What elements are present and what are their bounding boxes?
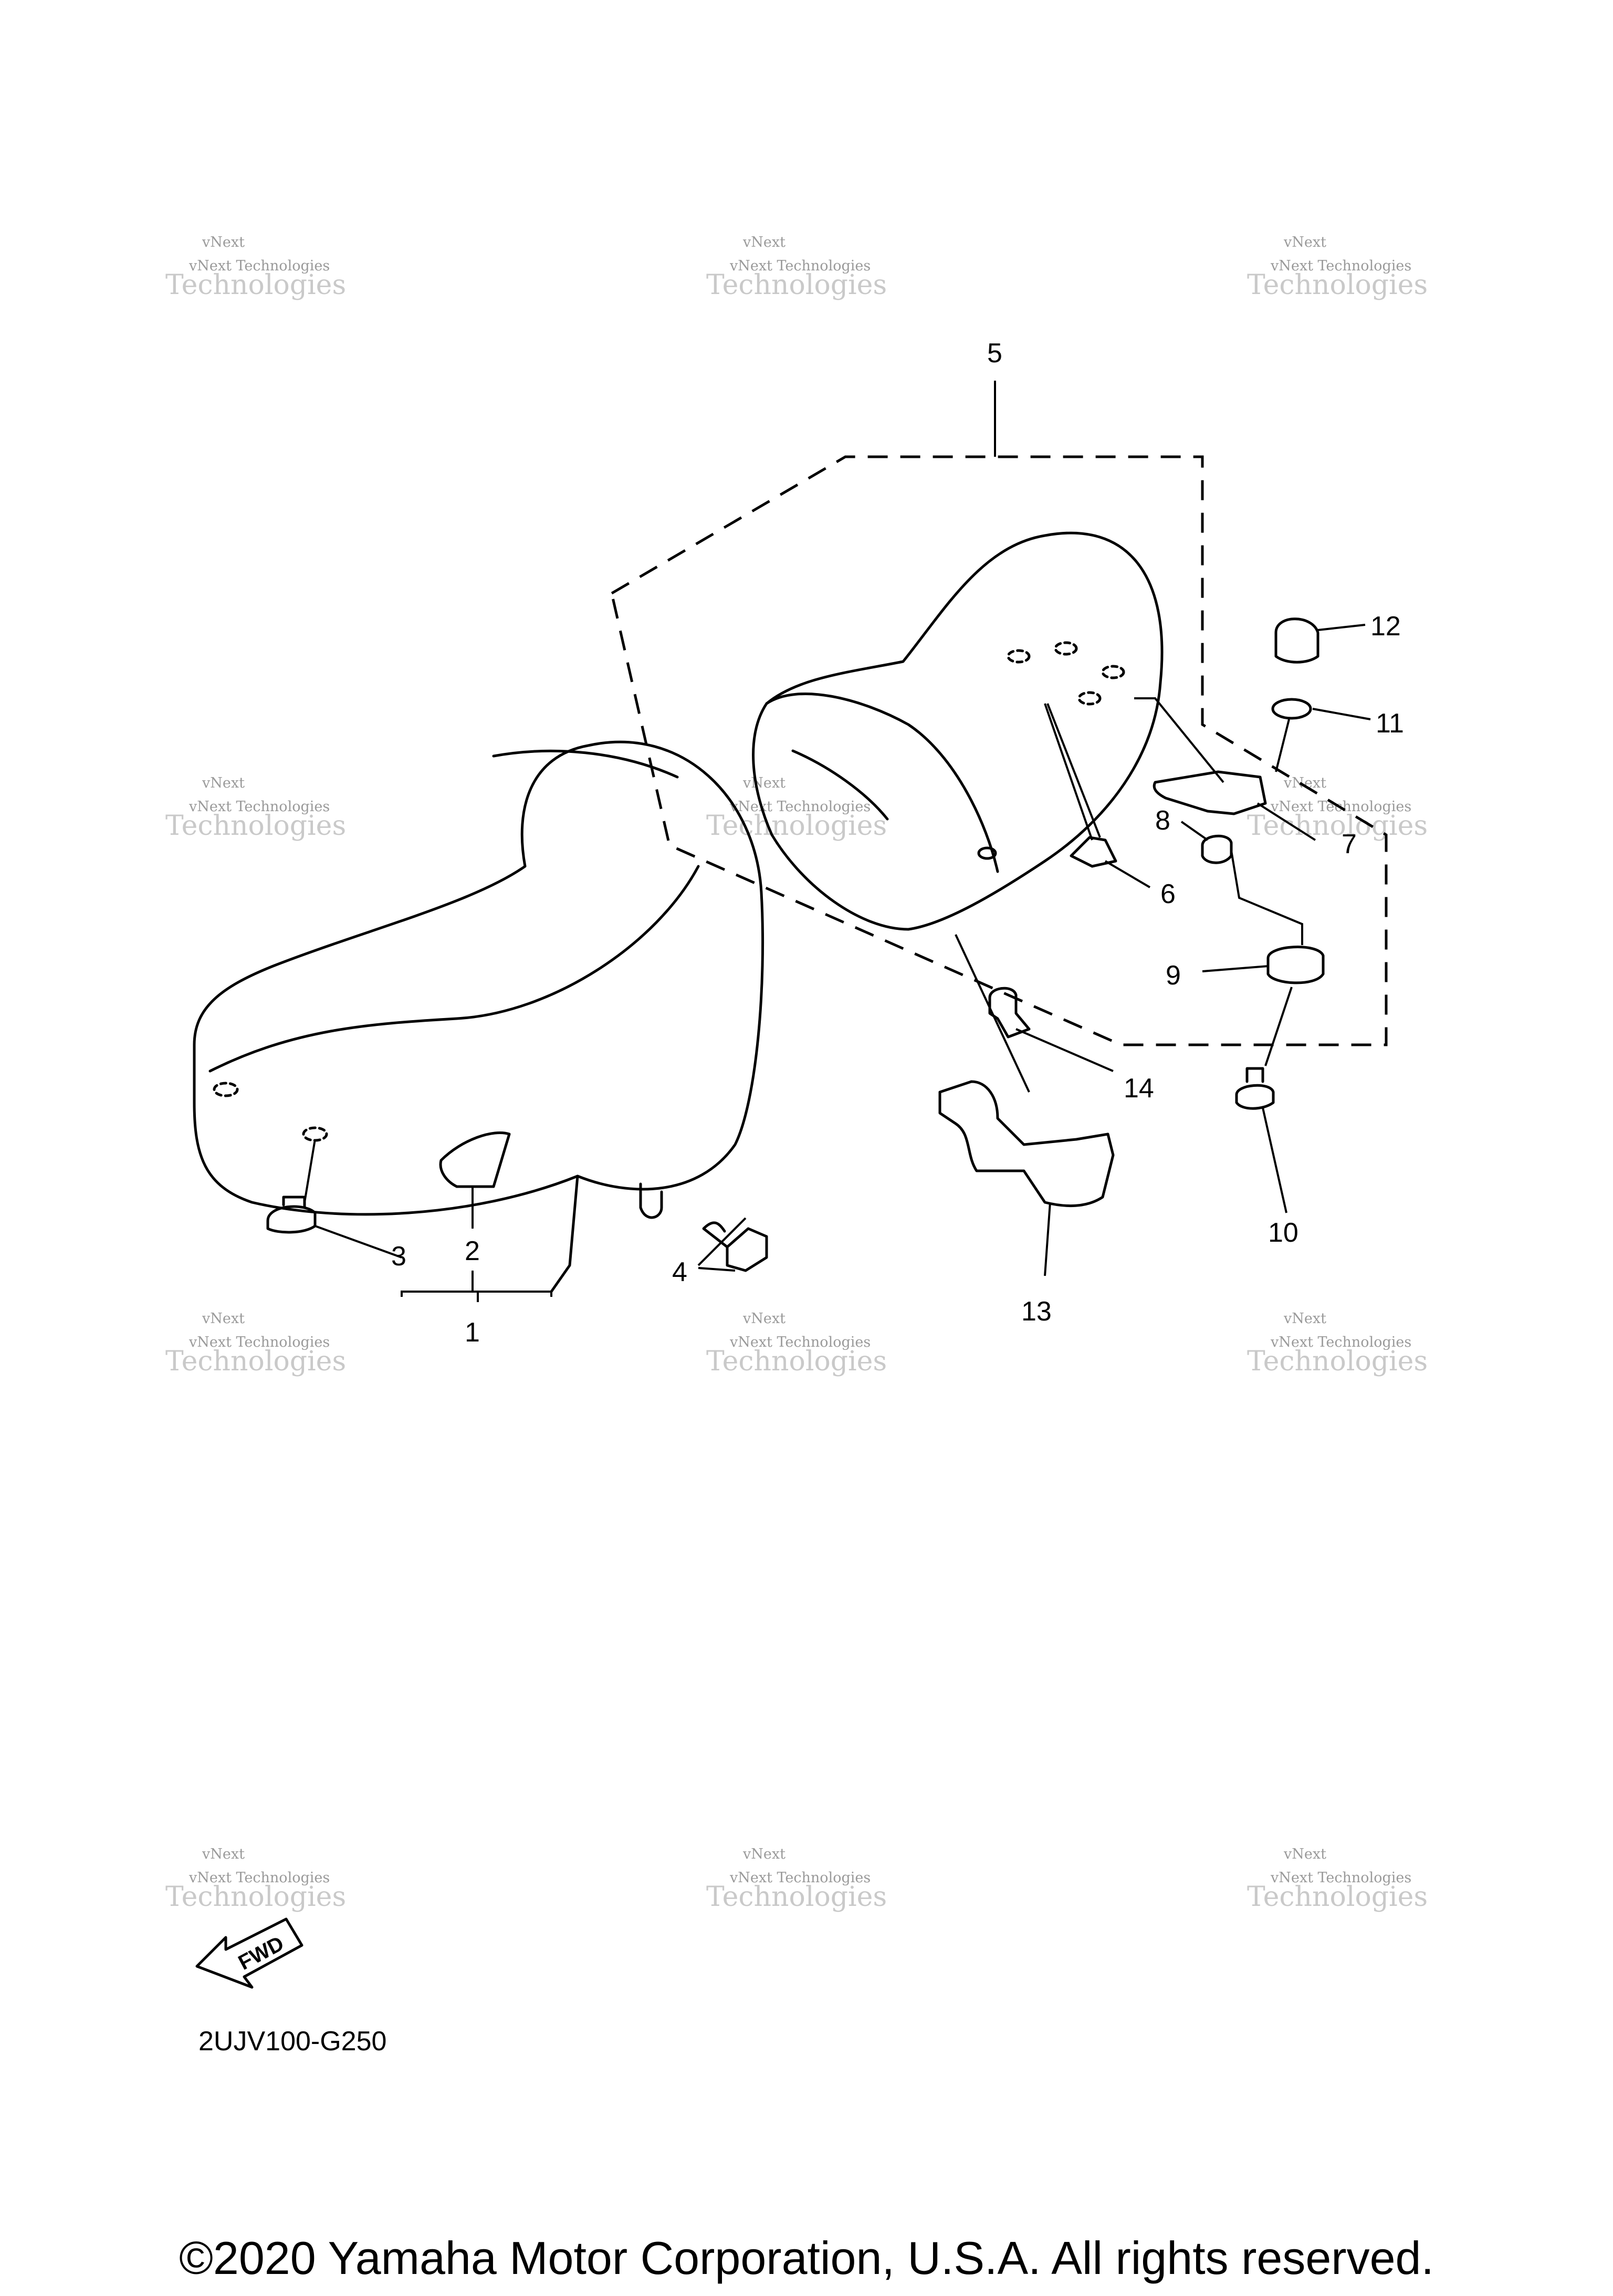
cap-nut-part-12 xyxy=(1274,617,1319,664)
bracket-part-7 xyxy=(1153,770,1267,815)
watermark-text: vNext Technologies xyxy=(729,1334,871,1350)
watermark-text: Technologies xyxy=(165,269,346,301)
forward-arrow-icon: FWD xyxy=(195,1917,303,1989)
bolt-part-14 xyxy=(988,987,1031,1039)
callout-3: 3 xyxy=(391,1241,406,1272)
watermark-text: Technologies xyxy=(1247,1881,1428,1913)
watermark-text: vNext Technologies xyxy=(1270,258,1411,274)
watermark: Technologies vNext vNext Technologies xyxy=(706,1846,887,1913)
watermark-text: vNext xyxy=(742,1310,785,1327)
passenger-seat-kit-outline xyxy=(610,455,1388,1046)
callout-12: 12 xyxy=(1370,611,1401,642)
watermark-text: vNext xyxy=(1283,1310,1326,1327)
watermark-text: vNext xyxy=(1283,1846,1326,1862)
watermark: Technologies vNext vNext Technologies xyxy=(1247,1310,1428,1377)
watermark: Technologies vNext vNext Technologies xyxy=(165,775,346,842)
watermark: Technologies vNext vNext Technologies xyxy=(165,1846,346,1913)
watermark-text: vNext xyxy=(742,1846,785,1862)
watermark-text: vNext xyxy=(1283,775,1326,791)
watermark-text: Technologies xyxy=(165,1346,346,1377)
watermark: Technologies vNext vNext Technologies xyxy=(706,775,887,842)
callout-11: 11 xyxy=(1376,708,1404,739)
callout-1: 1 xyxy=(465,1317,480,1348)
watermark-text: Technologies xyxy=(1247,1346,1428,1377)
watermark: Technologies vNext vNext Technologies xyxy=(1247,234,1428,301)
watermark-text: vNext Technologies xyxy=(1270,1334,1411,1350)
callout-13: 13 xyxy=(1021,1296,1052,1327)
watermark-text: vNext Technologies xyxy=(1270,1870,1411,1886)
watermark-text: vNext xyxy=(202,1846,245,1862)
watermark-text: vNext xyxy=(742,234,785,250)
watermark-text: Technologies xyxy=(165,810,346,842)
watermark-text: Technologies xyxy=(165,1881,346,1913)
watermark-text: vNext xyxy=(202,234,245,250)
watermark-text: vNext Technologies xyxy=(188,1870,330,1886)
watermark: Technologies vNext vNext Technologies xyxy=(706,234,887,301)
callout-8: 8 xyxy=(1155,805,1170,836)
watermark-text: vNext Technologies xyxy=(188,799,330,815)
watermark-text: vNext Technologies xyxy=(729,258,871,274)
watermark: Technologies vNext vNext Technologies xyxy=(1247,1846,1428,1913)
callout-14: 14 xyxy=(1124,1073,1154,1104)
watermark: Technologies vNext vNext Technologies xyxy=(706,1310,887,1377)
callout-7: 7 xyxy=(1342,829,1357,859)
copyright-notice: ©2020 Yamaha Motor Corporation, U.S.A. A… xyxy=(179,2232,1434,2284)
watermark-text: vNext xyxy=(742,775,785,791)
callout-9: 9 xyxy=(1166,960,1181,991)
watermark-grid: Technologies vNext vNext Technologies Te… xyxy=(165,234,1428,1913)
watermark: Technologies vNext vNext Technologies xyxy=(165,1310,346,1377)
callout-2: 2 xyxy=(465,1236,480,1266)
watermark-text: Technologies xyxy=(706,1881,887,1913)
watermark-text: Technologies xyxy=(706,810,887,842)
callout-10: 10 xyxy=(1268,1218,1298,1248)
washer-part-11 xyxy=(1271,698,1312,720)
collar-part-10 xyxy=(1235,1067,1275,1110)
watermark-text: Technologies xyxy=(1247,269,1428,301)
diagram-code: 2UJV100-G250 xyxy=(198,2026,387,2057)
damper-part-9 xyxy=(1266,946,1325,984)
watermark-text: vNext Technologies xyxy=(188,1334,330,1350)
bolt-part-4 xyxy=(702,1221,768,1272)
watermark-text: vNext Technologies xyxy=(188,258,330,274)
watermark: Technologies vNext vNext Technologies xyxy=(1247,775,1428,842)
callout-4: 4 xyxy=(672,1257,687,1287)
hook-part-13 xyxy=(938,1080,1115,1207)
watermark-text: Technologies xyxy=(706,269,887,301)
leader-lines xyxy=(303,381,1371,1302)
callout-5: 5 xyxy=(987,338,1002,369)
callouts: 1 2 3 4 5 6 7 8 9 10 11 12 13 14 xyxy=(391,338,1404,1348)
watermark-text: vNext xyxy=(1283,234,1326,250)
callout-6: 6 xyxy=(1160,879,1176,909)
watermark-text: vNext Technologies xyxy=(729,799,871,815)
watermark-text: Technologies xyxy=(706,1346,887,1377)
grommet-part-3 xyxy=(266,1196,317,1234)
watermark-text: vNext xyxy=(202,775,245,791)
passenger-seat xyxy=(752,531,1164,931)
clip-part-6 xyxy=(1070,836,1117,868)
watermark: Technologies vNext vNext Technologies xyxy=(165,234,346,301)
watermark-text: vNext Technologies xyxy=(729,1870,871,1886)
rider-seat xyxy=(193,740,764,1293)
nut-part-8 xyxy=(1201,834,1233,864)
watermark-text: vNext xyxy=(202,1310,245,1327)
